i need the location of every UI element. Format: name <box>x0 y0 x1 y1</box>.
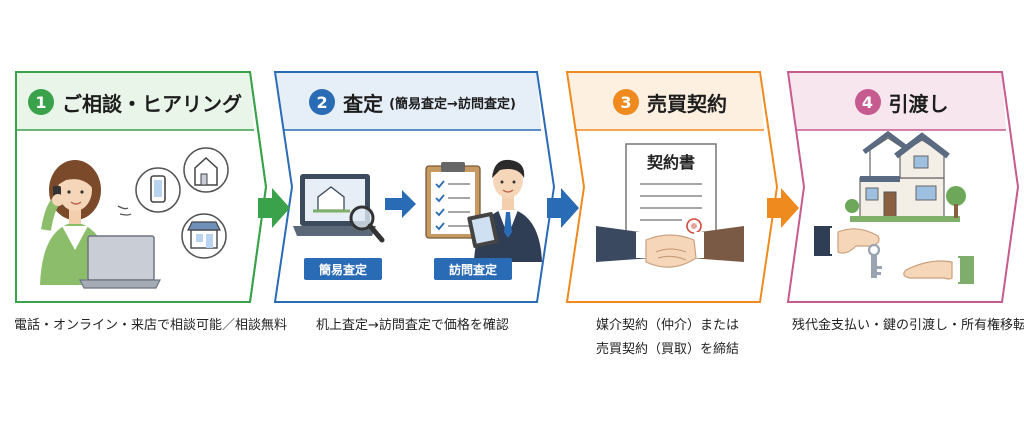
step2-number-badge: 2 <box>309 89 336 115</box>
quick-appraisal-tag: 簡易査定 <box>304 258 382 280</box>
step3-title: 売買契約 <box>647 91 727 116</box>
arrow-1-to-2 <box>258 188 290 228</box>
visit-appraisal-tag: 訪問査定 <box>434 258 512 280</box>
step1-number-badge: 1 <box>28 89 54 115</box>
step1-header-bg <box>17 73 254 130</box>
step3-caption-line2: 売買契約（買取）を締結 <box>596 342 740 357</box>
step1-caption: 電話・オンライン・来店で相談可能／相談無料 <box>14 318 288 333</box>
step3-caption-line1: 媒介契約（仲介）または <box>596 318 740 333</box>
appraisal-illustration <box>293 159 542 262</box>
step4-caption: 残代金支払い・鍵の引渡し・所有権移転 <box>792 318 1024 333</box>
step4-header: 4 引渡し <box>797 73 1006 131</box>
handover-illustration <box>814 130 974 284</box>
step2-title: 査定 <box>343 91 384 116</box>
arrow-3-to-4 <box>767 188 799 228</box>
document-title: 契約書 <box>646 153 695 172</box>
step2-caption: 机上査定→訪問査定で価格を確認 <box>316 318 509 333</box>
step1-header: 1 ご相談・ヒアリング <box>16 73 254 131</box>
step3-number-badge: 3 <box>613 89 639 115</box>
step4-header-bg <box>789 73 1006 130</box>
step4-number-badge: 4 <box>854 89 881 115</box>
step3-header: 3 売買契約 <box>576 73 764 131</box>
contract-illustration: 契約書 <box>596 143 744 268</box>
step3-header-bg <box>568 73 764 130</box>
consultation-illustration <box>40 147 229 289</box>
arrow-2-to-3 <box>547 188 579 228</box>
step2-subtitle: (簡易査定→訪問査定) <box>389 96 516 112</box>
step2-header: 2 査定 (簡易査定→訪問査定) <box>284 73 541 131</box>
step4-title: 引渡し <box>888 91 949 116</box>
step1-title: ご相談・ヒアリング <box>62 91 242 116</box>
step2-header-bg <box>276 73 541 130</box>
